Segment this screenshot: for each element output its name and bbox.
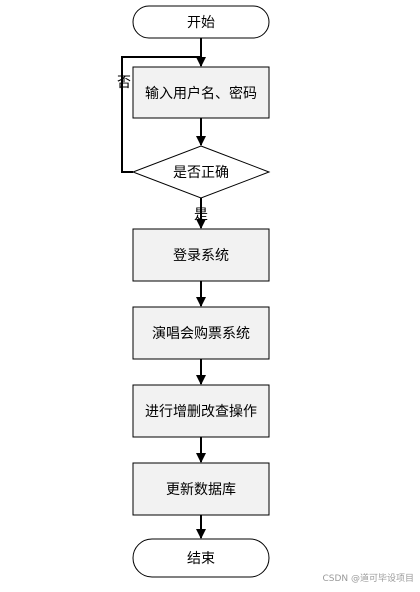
ticket-system-label: 演唱会购票系统 <box>152 326 250 342</box>
start-label: 开始 <box>187 15 215 31</box>
watermark-text: CSDN @道可毕设项目 <box>322 574 414 584</box>
input-credentials-label: 输入用户名、密码 <box>145 85 257 102</box>
yes-label: 是 <box>194 207 208 223</box>
loop-no-line <box>121 56 201 173</box>
update-database-label: 更新数据库 <box>166 482 236 498</box>
decision-label: 是否正确 <box>173 165 229 181</box>
no-label: 否 <box>117 75 131 91</box>
login-system-box <box>132 228 270 282</box>
ticket-system-box <box>132 306 270 360</box>
update-database-box <box>132 462 270 516</box>
end-terminal <box>132 538 270 578</box>
login-system-label: 登录系统 <box>173 248 229 264</box>
end-label: 结束 <box>187 551 215 567</box>
crud-operations-label: 进行增删改查操作 <box>145 404 257 420</box>
input-credentials-box <box>132 66 270 119</box>
